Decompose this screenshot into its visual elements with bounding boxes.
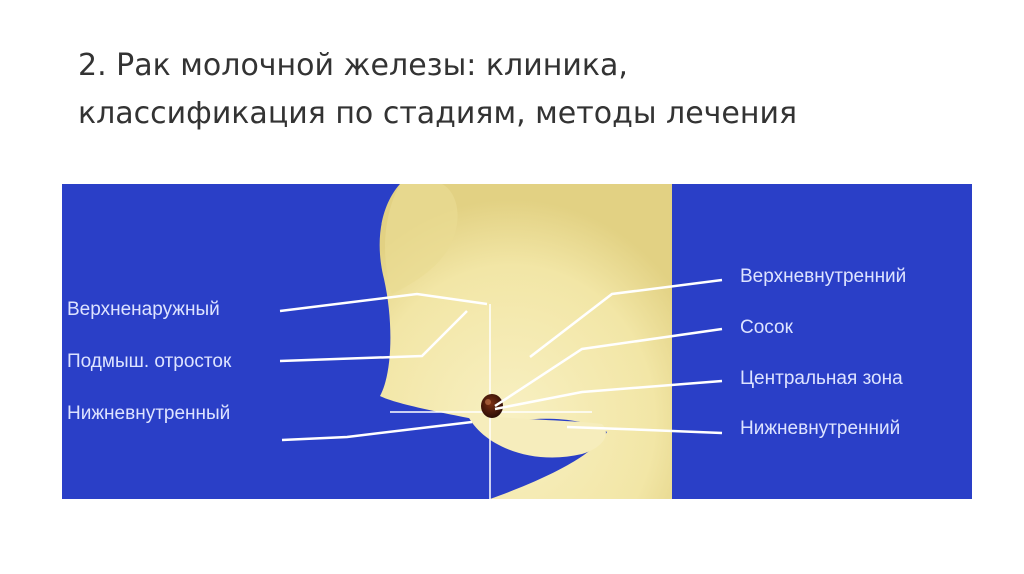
label-upper-outer: Верхненаружный <box>67 299 220 320</box>
label-upper-inner: Верхневнутренний <box>740 266 906 287</box>
nipple <box>481 394 503 418</box>
label-central-zone: Центральная зона <box>740 368 903 389</box>
nipple-highlight <box>485 399 491 405</box>
label-nipple: Сосок <box>740 317 794 338</box>
slide-title: 2. Рак молочной железы: клиника, классиф… <box>78 42 978 138</box>
label-lower-inner-left: Нижневнутренный <box>67 403 230 424</box>
slide-title-line-2: классификация по стадиям, методы лечения <box>78 90 978 138</box>
label-lower-inner-right: Нижневнутренний <box>740 418 900 439</box>
label-axillary-tail: Подмыш. отросток <box>67 351 232 372</box>
breast-quadrants-diagram: Верхненаружный Подмыш. отросток Нижневну… <box>62 184 972 499</box>
slide-title-line-1: 2. Рак молочной железы: клиника, <box>78 42 978 90</box>
